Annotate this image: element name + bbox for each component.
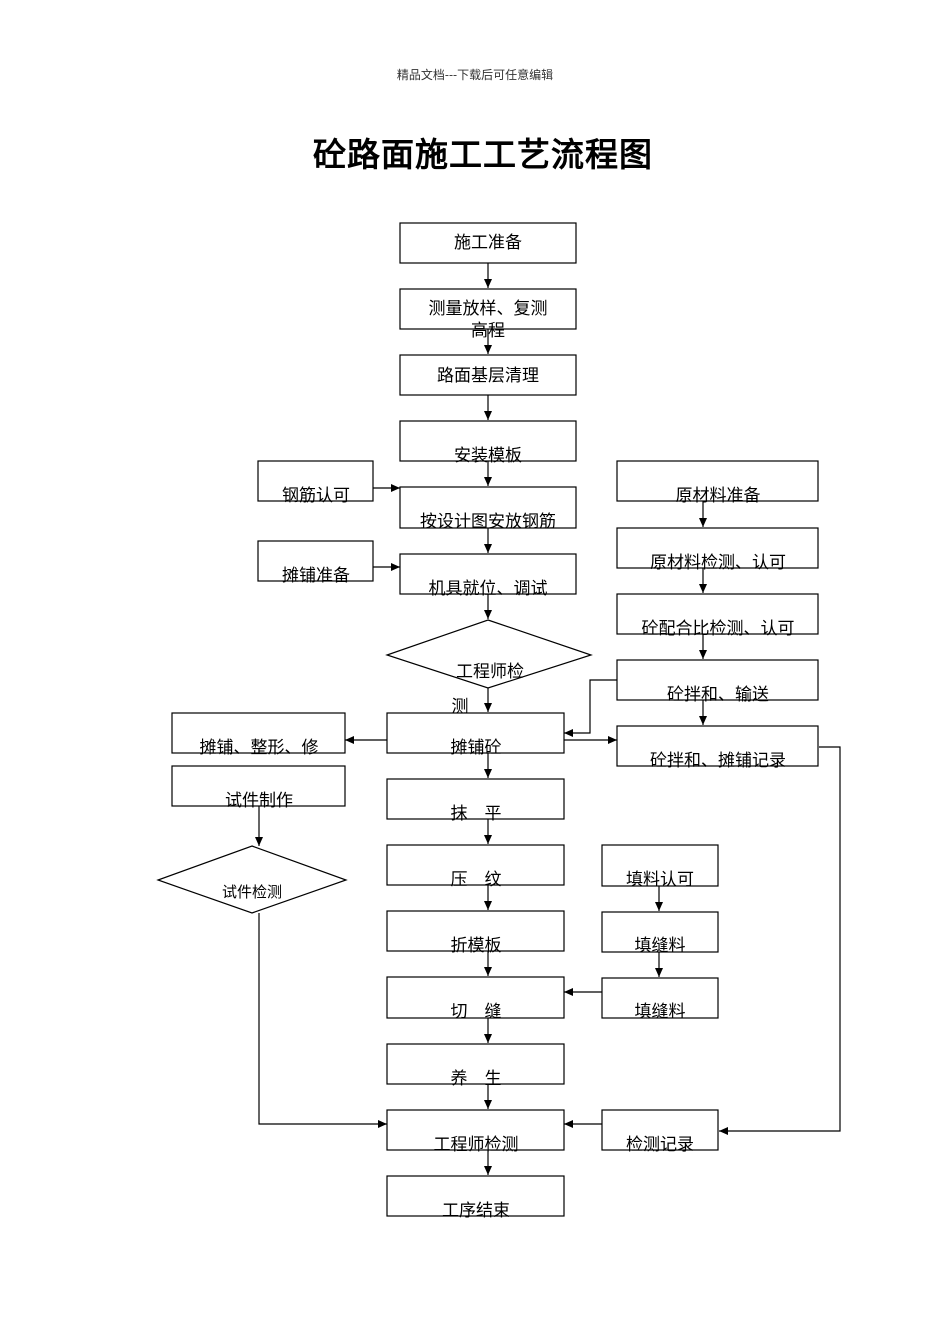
svg-text:抹 平: 抹 平 xyxy=(451,804,502,824)
node-mix-test: 砼配合比检测、认可 xyxy=(616,593,819,639)
node-texture: 压 纹 xyxy=(386,844,565,890)
svg-text:压 纹: 压 纹 xyxy=(451,870,502,890)
node-mix-record: 砼拌和、摊铺记录 xyxy=(616,725,819,771)
node-prep: 施工准备 xyxy=(399,222,577,264)
node-test-record: 检测记录 xyxy=(601,1109,719,1155)
svg-text:填缝料: 填缝料 xyxy=(635,1002,686,1022)
node-paving-trim: 摊铺、整形、修 xyxy=(171,712,346,758)
svg-text:安装模板: 安装模板 xyxy=(454,446,522,466)
node-engineer-check-1: 工程师检 测 xyxy=(385,619,593,717)
svg-text:摊铺砼: 摊铺砼 xyxy=(451,738,502,758)
node-machine: 机具就位、调试 xyxy=(399,553,577,599)
node-rebar-approve: 钢筋认可 xyxy=(257,460,374,506)
svg-text:路面基层清理: 路面基层清理 xyxy=(437,366,539,386)
svg-text:砼拌和、输送: 砼拌和、输送 xyxy=(667,685,769,705)
node-cut: 切 缝 xyxy=(386,976,565,1022)
node-engineer-check-2: 工程师检测 xyxy=(386,1109,565,1155)
svg-text:折模板: 折模板 xyxy=(451,936,502,956)
svg-text:砼拌和、摊铺记录: 砼拌和、摊铺记录 xyxy=(650,751,786,771)
svg-text:试件检测: 试件检测 xyxy=(222,883,282,901)
node-filler-1: 填缝料 xyxy=(601,911,719,956)
node-smooth: 抹 平 xyxy=(386,778,565,824)
svg-text:检测记录: 检测记录 xyxy=(626,1135,694,1155)
svg-text:工序结束: 工序结束 xyxy=(442,1201,510,1221)
page-title: 砼路面施工工艺流程图 xyxy=(313,135,653,174)
node-specimen-test: 试件检测 xyxy=(156,845,348,914)
node-filler-2: 填缝料 xyxy=(601,977,719,1022)
svg-text:原材料准备: 原材料准备 xyxy=(676,486,761,506)
svg-text:高程: 高程 xyxy=(471,321,505,341)
node-rebar-place: 按设计图安放钢筋 xyxy=(399,486,577,532)
svg-text:填缝料: 填缝料 xyxy=(635,936,686,956)
svg-text:填料认可: 填料认可 xyxy=(626,870,694,890)
node-paving: 摊铺砼 xyxy=(386,712,565,758)
flow-arrows xyxy=(255,263,841,1175)
node-paving-prep: 摊铺准备 xyxy=(257,540,374,586)
node-end: 工序结束 xyxy=(386,1175,565,1221)
svg-text:测: 测 xyxy=(452,697,469,717)
svg-text:测量放样、复测: 测量放样、复测 xyxy=(429,299,548,319)
node-survey: 测量放样、复测 高程 xyxy=(399,288,577,341)
node-material-prep: 原材料准备 xyxy=(616,460,819,506)
node-clean: 路面基层清理 xyxy=(399,354,577,396)
node-cure: 养 生 xyxy=(386,1043,565,1089)
svg-text:切 缝: 切 缝 xyxy=(451,1002,502,1022)
svg-text:摊铺、整形、修: 摊铺、整形、修 xyxy=(200,738,319,758)
svg-text:试件制作: 试件制作 xyxy=(225,791,293,811)
svg-text:施工准备: 施工准备 xyxy=(454,233,522,253)
svg-text:工程师检测: 工程师检测 xyxy=(434,1135,519,1155)
node-filler-approve: 填料认可 xyxy=(601,844,719,890)
page-header: 精品文档---下载后可任意编辑 xyxy=(396,68,554,82)
svg-text:钢筋认可: 钢筋认可 xyxy=(282,486,350,506)
svg-text:原材料检测、认可: 原材料检测、认可 xyxy=(650,553,786,573)
svg-text:养 生: 养 生 xyxy=(451,1069,502,1089)
svg-text:机具就位、调试: 机具就位、调试 xyxy=(429,579,548,599)
svg-text:按设计图安放钢筋: 按设计图安放钢筋 xyxy=(420,512,556,532)
svg-text:工程师检: 工程师检 xyxy=(456,662,524,682)
node-material-test: 原材料检测、认可 xyxy=(616,527,819,573)
node-specimen-make: 试件制作 xyxy=(171,765,346,811)
node-formwork: 安装模板 xyxy=(399,420,577,466)
node-strip: 折模板 xyxy=(386,910,565,956)
svg-text:摊铺准备: 摊铺准备 xyxy=(282,566,350,586)
svg-text:砼配合比检测、认可: 砼配合比检测、认可 xyxy=(642,619,795,639)
node-mix-deliver: 砼拌和、输送 xyxy=(616,659,819,705)
